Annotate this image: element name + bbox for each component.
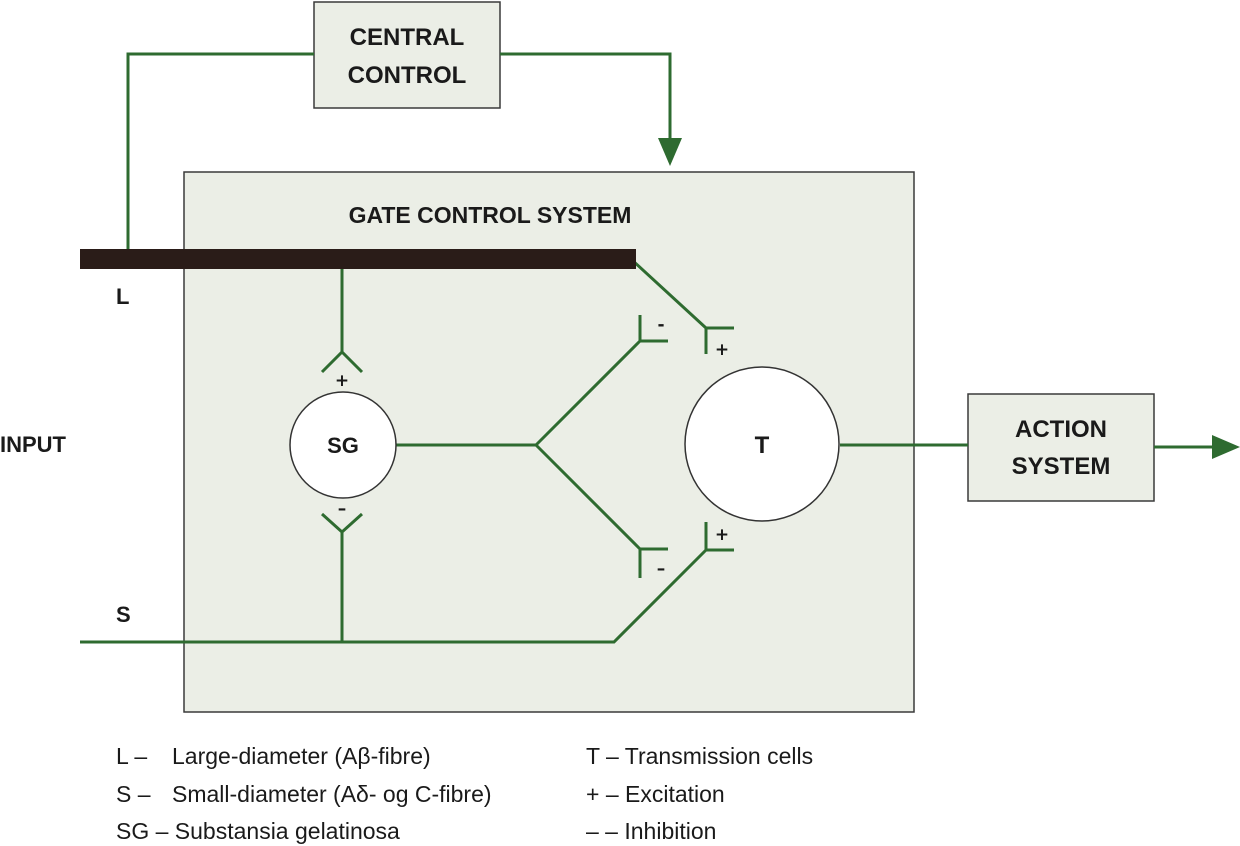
small-fibre-label: S	[116, 602, 131, 627]
legend-excitation-text: + – Excitation	[586, 781, 725, 807]
legend-l-key: L –	[116, 743, 147, 769]
sg-label: SG	[327, 433, 359, 458]
legend-s-key: S –	[116, 781, 151, 807]
t-node	[684, 366, 840, 522]
large-fibre-label: L	[116, 284, 129, 309]
t-upper-from-sg-sign: -	[657, 315, 664, 335]
input-label: INPUT	[0, 432, 67, 457]
t-upper-from-l-sign: +	[715, 340, 729, 360]
action-output-arrowhead	[1212, 435, 1240, 459]
t-lower-excite-synapse	[704, 522, 734, 552]
sg-bottom-synapse	[320, 512, 364, 535]
l-to-central-control-line	[126, 52, 314, 250]
t-upper-excite-synapse	[704, 326, 734, 354]
sg-bottom-sign: –	[338, 499, 347, 519]
sg-branch-upper	[534, 339, 642, 447]
large-fibre-bar	[80, 249, 636, 269]
central-control-arrowhead	[658, 138, 682, 166]
legend-l-text: Large-diameter (Aβ-fibre)	[172, 743, 431, 769]
central-control-label-line1: CENTRAL	[350, 24, 465, 51]
sg-top-sign: +	[335, 371, 349, 391]
central-control-to-gate-line	[500, 52, 672, 150]
t-lower-inhibit-synapse	[638, 547, 668, 578]
central-control-label-line2: CONTROL	[348, 62, 467, 89]
sg-branch-lower	[534, 443, 642, 551]
legend-inhibition-text: – – Inhibition	[586, 818, 716, 844]
sg-node	[289, 391, 397, 499]
l-to-t-line	[630, 258, 708, 330]
legend-t-text: T – Transmission cells	[586, 743, 813, 769]
t-upper-inhibit-synapse	[638, 315, 668, 343]
action-system-label-line2: SYSTEM	[1012, 453, 1111, 480]
legend-sg-text: SG – Substansia gelatinosa	[116, 818, 400, 844]
t-label: T	[755, 432, 770, 459]
s-fibre-line	[80, 548, 708, 644]
sg-top-synapse	[320, 349, 364, 374]
central-control-box	[313, 1, 501, 109]
gate-control-title: GATE CONTROL SYSTEM	[349, 202, 632, 228]
t-lower-from-s-sign: +	[715, 525, 729, 545]
action-system-label-line1: ACTION	[1015, 416, 1107, 443]
legend-s-text: Small-diameter (Aδ- og C-fibre)	[172, 781, 492, 807]
action-system-box	[967, 393, 1155, 502]
t-lower-from-sg-sign: –	[657, 559, 666, 579]
legend: L – Large-diameter (Aβ-fibre) S – Small-…	[116, 743, 813, 844]
